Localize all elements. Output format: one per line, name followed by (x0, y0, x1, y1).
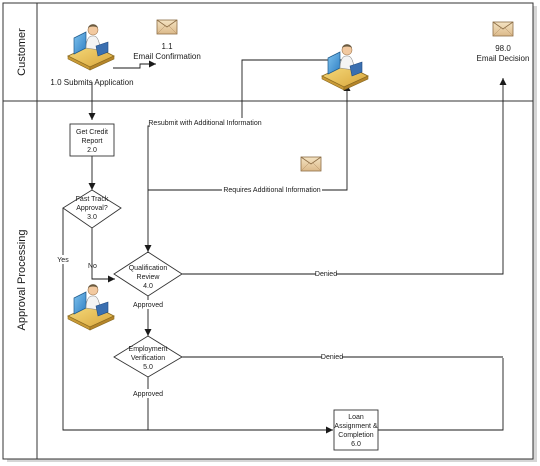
credit-line-2: Report (81, 138, 102, 145)
loan-line-3: Completion (338, 432, 374, 439)
emp-line-3: 5.0 (143, 364, 153, 371)
loan-line-1: Loan (348, 414, 364, 421)
edge-requires-info (148, 84, 351, 191)
qual-line-2: Review (137, 274, 161, 281)
envelope-icon (300, 156, 322, 172)
denied-label-2: Denied (321, 354, 343, 361)
emp-line-1: Employment (129, 346, 168, 353)
emp-line-2: Verification (131, 355, 165, 362)
edge-fasttrack-no (91, 228, 115, 283)
email-confirmation-node: 1.1 Email Confirmation (133, 19, 201, 61)
no-label: No (88, 263, 97, 270)
fasttrack-line-2: Approval? (76, 205, 108, 212)
fasttrack-line-1: Fast Track (76, 196, 109, 203)
lane-approval-label: Approval Processing (16, 230, 28, 331)
edge-fasttrack-yes (62, 208, 333, 434)
submit-application-label: 1.0 Submits Application (50, 78, 133, 87)
approved-label-1: Approved (133, 302, 163, 309)
fasttrack-line-3: 3.0 (87, 214, 97, 221)
envelope-icon (492, 21, 514, 37)
edge-loan-to-decision (378, 358, 504, 431)
denied-label-1: Denied (315, 271, 337, 278)
requires-info-label: Requires Additional Information (223, 187, 320, 194)
qualification-review-node: Qualification Review 4.0 (113, 251, 183, 297)
email-decision-node: 98.0 Email Decision (477, 21, 530, 63)
email-confirmation-number: 1.1 (161, 42, 173, 51)
lane-customer-label: Customer (16, 28, 28, 76)
submit-application-node: 1.0 Submits Application (50, 23, 134, 87)
credit-line-3: 2.0 (87, 147, 97, 154)
email-confirmation-label: Email Confirmation (133, 52, 201, 61)
loan-line-4: 6.0 (351, 441, 361, 448)
email-decision-label: Email Decision (477, 54, 530, 63)
resubmit-label: Resubmit with Additional Information (148, 120, 261, 127)
loan-completion-node: Loan Assignment & Completion 6.0 (333, 409, 379, 451)
yes-label: Yes (57, 257, 69, 264)
email-decision-number: 98.0 (495, 44, 511, 53)
edge-submit-to-email-confirmation (113, 60, 156, 69)
employment-verification-node: Employment Verification 5.0 (113, 335, 183, 378)
credit-line-1: Get Credit (76, 129, 108, 136)
fast-track-decision-node: Fast Track Approval? 3.0 (62, 189, 122, 229)
envelope-icon (156, 19, 178, 35)
loan-line-2: Assignment & (334, 423, 378, 430)
diagram-frame (2, 2, 534, 460)
qual-line-1: Qualification (129, 265, 168, 272)
qual-line-3: 4.0 (143, 283, 153, 290)
approved-label-2: Approved (133, 391, 163, 398)
get-credit-report-node: Get Credit Report 2.0 (69, 123, 115, 157)
edge-qual-denied (180, 78, 507, 275)
